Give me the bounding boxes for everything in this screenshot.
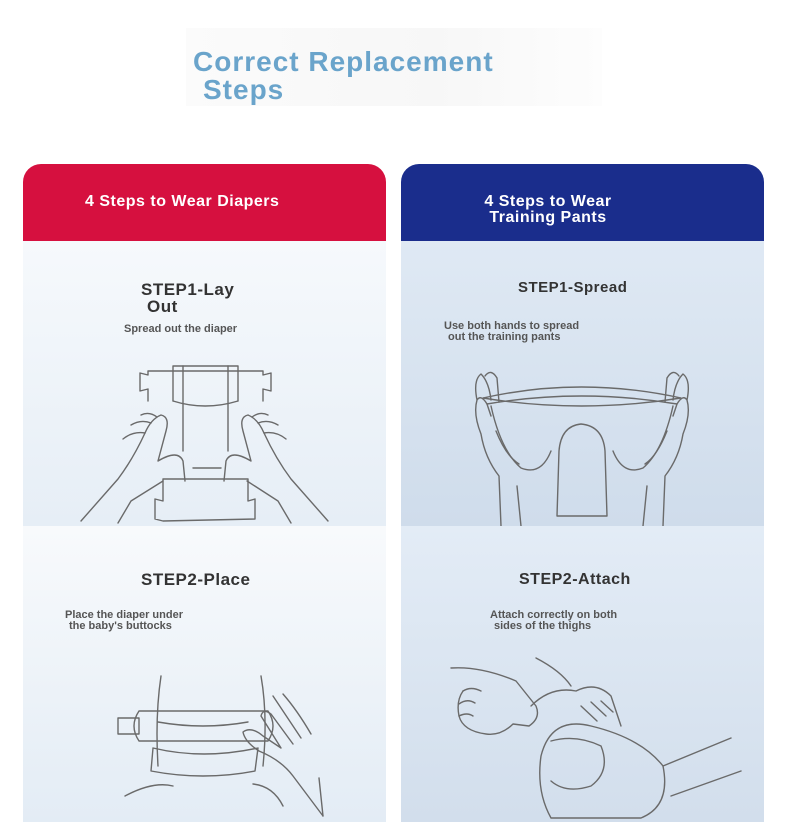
- diapers-header-label: 4 Steps to Wear Diapers: [85, 193, 280, 210]
- title-background: [186, 28, 602, 106]
- training-pants-header-line2: Training Pants: [489, 209, 607, 226]
- pants-step1-desc-line2: out the training pants: [448, 331, 561, 343]
- training-pants-header: 4 Steps to Wear Training Pants: [401, 164, 764, 241]
- diaper-step1-panel: STEP1-Lay Out Spread out the diaper: [23, 241, 386, 526]
- pants-step1-panel: STEP1-Spread Use both hands to spread ou…: [401, 241, 764, 526]
- diaper-step2-title: STEP2-Place: [141, 570, 251, 589]
- training-pants-header-label: 4 Steps to Wear Training Pants: [473, 194, 623, 226]
- diaper-step2-desc-line2: the baby's buttocks: [69, 620, 172, 632]
- pants-on-thigh-illustration: [401, 646, 764, 822]
- hands-spreading-pants-illustration: [401, 356, 764, 526]
- hands-placing-diaper-illustration: [23, 656, 386, 822]
- diaper-step2-panel: STEP2-Place Place the diaper under the b…: [23, 526, 386, 822]
- diaper-step1-title-line1: STEP1-Lay: [141, 280, 235, 299]
- diaper-step2-desc-line1: Place the diaper under: [65, 609, 183, 621]
- diapers-column: 4 Steps to Wear Diapers STEP1-Lay Out Sp…: [23, 164, 386, 822]
- pants-step2-desc-line2: sides of the thighs: [494, 620, 592, 632]
- pants-step1-title: STEP1-Spread: [518, 279, 628, 296]
- diapers-header: 4 Steps to Wear Diapers: [23, 164, 386, 241]
- hands-spreading-diaper-illustration: [23, 361, 386, 526]
- training-pants-header-line1: 4 Steps to Wear: [484, 193, 612, 210]
- diaper-step1-title-line2: Out: [147, 297, 178, 316]
- training-pants-column: 4 Steps to Wear Training Pants STEP1-Spr…: [401, 164, 764, 822]
- pants-step2-desc-line1: Attach correctly on both: [490, 609, 618, 621]
- pants-step2-panel: STEP2-Attach Attach correctly on both si…: [401, 526, 764, 822]
- pants-step1-desc-line1: Use both hands to spread: [444, 320, 580, 332]
- pants-step2-title: STEP2-Attach: [519, 571, 631, 588]
- diaper-step1-desc: Spread out the diaper: [124, 323, 238, 335]
- page-title-line2: Steps: [203, 74, 285, 105]
- page-title-line1: Correct Replacement: [193, 46, 494, 77]
